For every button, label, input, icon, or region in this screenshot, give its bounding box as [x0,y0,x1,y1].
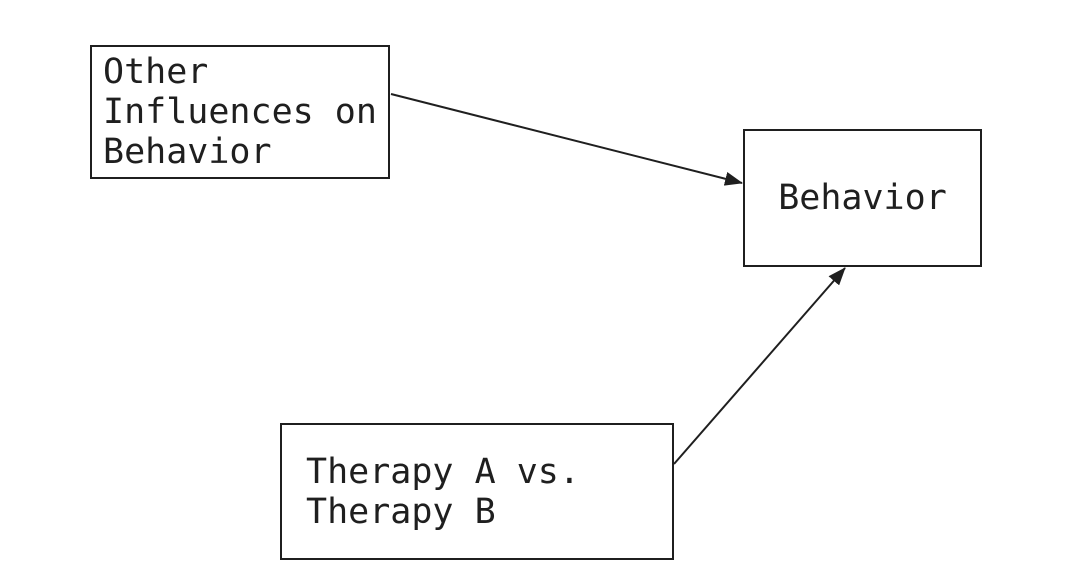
node-behavior: Behavior [743,129,982,267]
node-other-influences-label: Other Influences on Behavior [103,52,377,172]
node-behavior-label: Behavior [778,178,947,218]
node-therapy-comparison-label: Therapy A vs. Therapy B [306,451,580,532]
arrow-therapy-comparison-to-behavior [673,267,846,465]
arrow-other-influences-to-behavior [390,93,743,186]
node-other-influences: Other Influences on Behavior [90,45,390,179]
node-therapy-comparison: Therapy A vs. Therapy B [280,423,674,560]
